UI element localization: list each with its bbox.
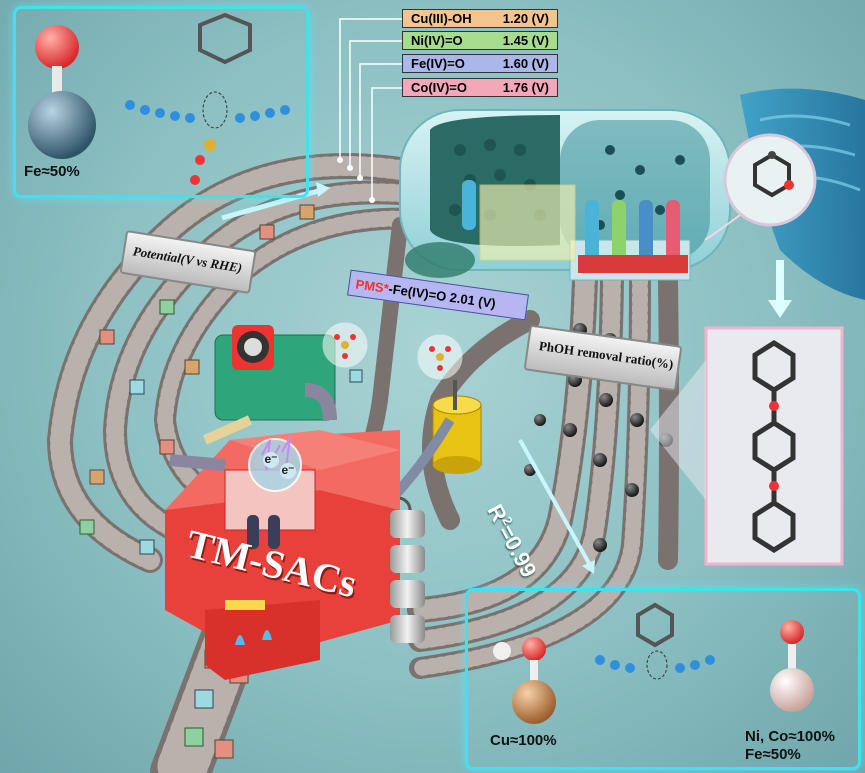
inset-top-left-art — [28, 12, 290, 185]
potential-row: Cu(III)-OH 1.20 (V) — [402, 9, 558, 28]
potential-row: Co(IV)=O 1.76 (V) — [402, 78, 558, 97]
potential-value: 1.20 (V) — [502, 11, 549, 26]
inset-bottom-right-label-2: Fe≈50% — [745, 746, 801, 763]
inset-bottom-right-art — [493, 602, 814, 724]
inset-bottom-right-label-1: Ni, Co≈100% — [745, 728, 835, 745]
polymer-inset — [650, 326, 844, 566]
electron-2: e⁻ — [280, 463, 296, 479]
phenol-bubble — [723, 133, 817, 227]
electron-1: e⁻ — [263, 452, 279, 468]
pms-window — [479, 184, 576, 261]
potential-row: Ni(IV)=O 1.45 (V) — [402, 31, 558, 50]
yellow-cylinder — [432, 380, 482, 474]
removal-sign-text: PhOH removal ratio(%) — [538, 338, 675, 372]
potential-species: Ni(IV)=O — [411, 33, 463, 48]
potential-value: 1.76 (V) — [502, 80, 549, 95]
inset-top-left — [13, 6, 309, 198]
potential-species: Co(IV)=O — [411, 80, 467, 95]
r2-arrow — [518, 439, 592, 566]
potential-row: Fe(IV)=O 1.60 (V) — [402, 54, 558, 73]
inset-top-left-label: Fe≈50% — [24, 163, 80, 180]
potential-value: 1.45 (V) — [502, 33, 549, 48]
inset-bottom-left-label: Cu≈100% — [490, 732, 557, 749]
green-machine — [214, 325, 337, 421]
potential-species: Fe(IV)=O — [411, 56, 465, 71]
pms-prefix: PMS* — [354, 276, 390, 296]
potential-species: Cu(III)-OH — [411, 11, 472, 26]
potential-value: 1.60 (V) — [502, 56, 549, 71]
potential-sign-text: Potential(V vs RHE) — [131, 243, 244, 276]
inset-bottom-right — [465, 588, 861, 770]
factory — [165, 430, 425, 680]
